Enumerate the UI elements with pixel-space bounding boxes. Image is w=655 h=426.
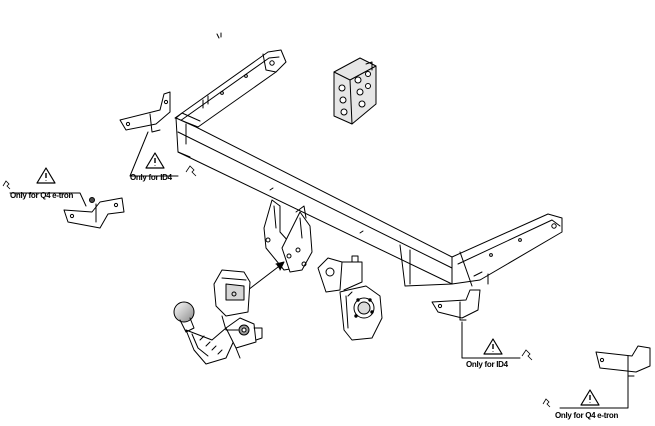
left-mounting-arm <box>174 49 287 128</box>
leader-id4-top <box>129 131 179 177</box>
tow-ball-assembly <box>173 301 263 365</box>
leader-id4-bottom <box>461 321 521 359</box>
center-mounting-brackets <box>263 199 313 273</box>
only-for-id4-label: Only for ID4 <box>130 173 172 182</box>
socket-housing-bracket <box>317 255 383 341</box>
receiver-housing <box>213 269 251 331</box>
id4-bracket-right <box>431 289 481 321</box>
assembly-arrow <box>247 261 285 291</box>
warning-triangle-icon <box>145 152 165 169</box>
right-mounting-arm <box>451 213 563 287</box>
id4-bracket-left <box>119 91 171 133</box>
only-for-q4-etron-label: Only for Q4 e-tron <box>10 191 74 200</box>
main-cross-beam <box>175 112 453 287</box>
warning-triangle-icon <box>36 167 56 184</box>
q4-bracket-left <box>63 197 125 229</box>
q4-bracket-right <box>595 345 651 377</box>
only-for-q4-etron-label: Only for Q4 e-tron <box>555 411 619 420</box>
wrench-icon <box>2 180 11 190</box>
leader-q4-right <box>559 375 629 409</box>
warning-triangle-icon <box>580 389 600 406</box>
warning-triangle-icon <box>483 338 503 355</box>
wrench-icon <box>521 349 533 361</box>
wrench-icon <box>542 398 551 408</box>
only-for-id4-label: Only for ID4 <box>466 360 508 369</box>
wrench-icon <box>185 165 197 177</box>
leader-q4-left <box>9 192 87 207</box>
diagram-mark <box>216 32 222 39</box>
control-module <box>333 57 377 125</box>
